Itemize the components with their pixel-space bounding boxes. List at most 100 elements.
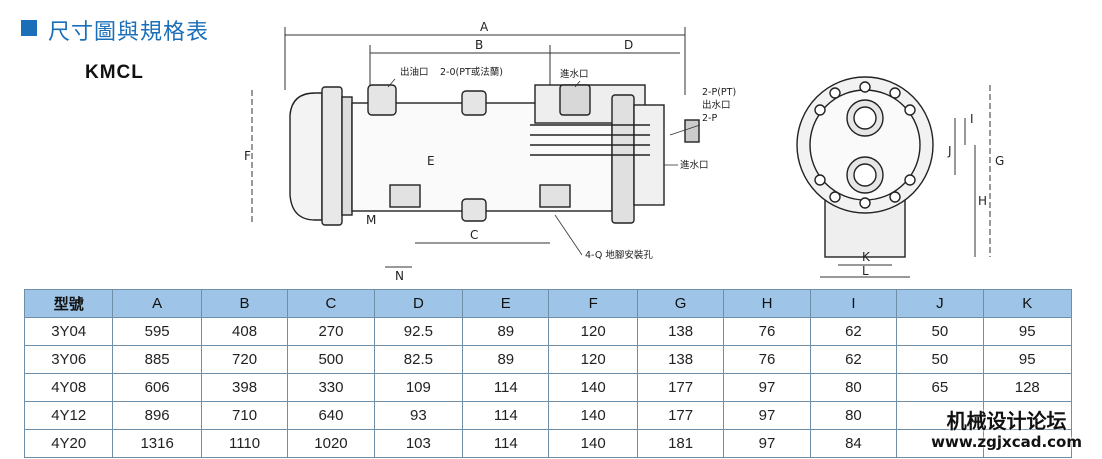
- dim-label-k: K: [862, 250, 871, 264]
- table-cell: 97: [723, 373, 811, 402]
- column-header: J: [896, 289, 984, 318]
- dimension-drawing: A B D C F E M N G H I J K L 出油口 2-0(PT或法…: [244, 20, 1004, 283]
- column-header: K: [982, 289, 1073, 318]
- table-cell: 595: [112, 317, 202, 346]
- table-cell: 640: [287, 401, 375, 430]
- table-cell: 89: [462, 345, 550, 374]
- table-cell: 500: [287, 345, 375, 374]
- table-cell: 109: [373, 373, 464, 402]
- title-bullet: [21, 20, 37, 36]
- table-cell: 97: [723, 429, 811, 458]
- table-cell: 1020: [287, 429, 375, 458]
- column-header: E: [462, 289, 550, 318]
- table-cell: 720: [200, 345, 289, 374]
- dim-label-h: H: [978, 194, 987, 208]
- callout-oil-port-spec: 2-0(PT或法蘭): [440, 66, 503, 78]
- table-cell: 76: [723, 317, 811, 346]
- table-row: 3Y06 885 720 500 82.5 89 120 138 76 62 5…: [23, 345, 1073, 374]
- callout-water-inlet-top: 進水口: [560, 68, 589, 80]
- table-cell: 177: [636, 401, 725, 430]
- column-header: I: [809, 289, 898, 318]
- table-cell: 330: [287, 373, 375, 402]
- dim-label-c: C: [470, 228, 478, 242]
- table-cell: 408: [200, 317, 289, 346]
- table-cell: 84: [809, 429, 898, 458]
- table-cell: 80: [809, 401, 898, 430]
- column-header-model: 型號: [23, 289, 114, 318]
- column-header: B: [200, 289, 289, 318]
- table-cell: 140: [548, 429, 638, 458]
- table-cell: 138: [636, 345, 725, 374]
- table-cell: 114: [462, 429, 550, 458]
- column-header: G: [636, 289, 725, 318]
- column-header: A: [112, 289, 202, 318]
- dim-label-e: E: [427, 154, 435, 168]
- dim-label-n: N: [395, 269, 404, 283]
- callout-mount-holes: 4-Q 地腳安裝孔: [585, 249, 653, 261]
- table-cell: 181: [636, 429, 725, 458]
- table-cell: 50: [896, 317, 984, 346]
- table-cell: 1316: [112, 429, 202, 458]
- callout-oil-outlet: 出油口: [400, 66, 429, 78]
- dim-label-b: B: [475, 38, 483, 52]
- table-row: 3Y04 595 408 270 92.5 89 120 138 76 62 5…: [23, 317, 1073, 346]
- table-cell: [982, 429, 1073, 458]
- table-cell: 140: [548, 401, 638, 430]
- table-cell: 120: [548, 317, 638, 346]
- dim-label-m: M: [366, 213, 376, 227]
- dim-label-j: J: [947, 144, 952, 158]
- table-row: 4Y08 606 398 330 109 114 140 177 97 80 6…: [23, 373, 1073, 402]
- table-cell: 62: [809, 345, 898, 374]
- table-cell: 138: [636, 317, 725, 346]
- column-header: F: [548, 289, 638, 318]
- callout-water-inlet-side: 進水口: [680, 159, 709, 171]
- dim-label-l: L: [862, 264, 869, 278]
- table-cell: 896: [112, 401, 202, 430]
- table-row: 4Y12 896 710 640 93 114 140 177 97 80: [23, 401, 1073, 430]
- table-cell: 128: [982, 373, 1073, 402]
- column-header: D: [373, 289, 464, 318]
- table-cell: 114: [462, 373, 550, 402]
- table-cell: 3Y06: [23, 345, 114, 374]
- table-cell: 95: [982, 345, 1073, 374]
- table-cell: 92.5: [373, 317, 464, 346]
- table-cell: 177: [636, 373, 725, 402]
- table-cell: 4Y20: [23, 429, 114, 458]
- table-cell: 80: [809, 373, 898, 402]
- end-view: [796, 76, 934, 258]
- table-cell: 270: [287, 317, 375, 346]
- table-cell: 710: [200, 401, 289, 430]
- table-cell: 885: [112, 345, 202, 374]
- table-cell: [896, 401, 984, 430]
- column-header: H: [723, 289, 811, 318]
- table-cell: 82.5: [373, 345, 464, 374]
- table-cell: 606: [112, 373, 202, 402]
- callout-water-outlet: 出水口: [702, 99, 731, 111]
- dim-label-i: I: [970, 112, 974, 126]
- table-cell: 398: [200, 373, 289, 402]
- table-cell: [982, 401, 1073, 430]
- table-cell: 95: [982, 317, 1073, 346]
- table-cell: [896, 429, 984, 458]
- model-series-label: KMCL: [85, 62, 144, 83]
- table-header-row: 型號 A B C D E F G H I J K: [23, 289, 1073, 318]
- table-cell: 103: [373, 429, 464, 458]
- table-cell: 4Y12: [23, 401, 114, 430]
- table-cell: 50: [896, 345, 984, 374]
- dim-label-a: A: [480, 20, 489, 34]
- dim-label-f: F: [244, 149, 251, 163]
- table-cell: 65: [896, 373, 984, 402]
- table-cell: 4Y08: [23, 373, 114, 402]
- side-view: [289, 84, 700, 226]
- table-cell: 1110: [200, 429, 289, 458]
- table-cell: 62: [809, 317, 898, 346]
- callout-p-pt: 2-P(PT): [702, 87, 736, 98]
- table-row: 4Y20 1316 1110 1020 103 114 140 181 97 8…: [23, 429, 1073, 458]
- table-cell: 89: [462, 317, 550, 346]
- table-cell: 120: [548, 345, 638, 374]
- spec-table: 型號 A B C D E F G H I J K 3Y04 595 408 27…: [23, 289, 1073, 458]
- dim-label-d: D: [624, 38, 633, 52]
- callout-two-p: 2-P: [702, 113, 717, 124]
- table-cell: 3Y04: [23, 317, 114, 346]
- table-cell: 76: [723, 345, 811, 374]
